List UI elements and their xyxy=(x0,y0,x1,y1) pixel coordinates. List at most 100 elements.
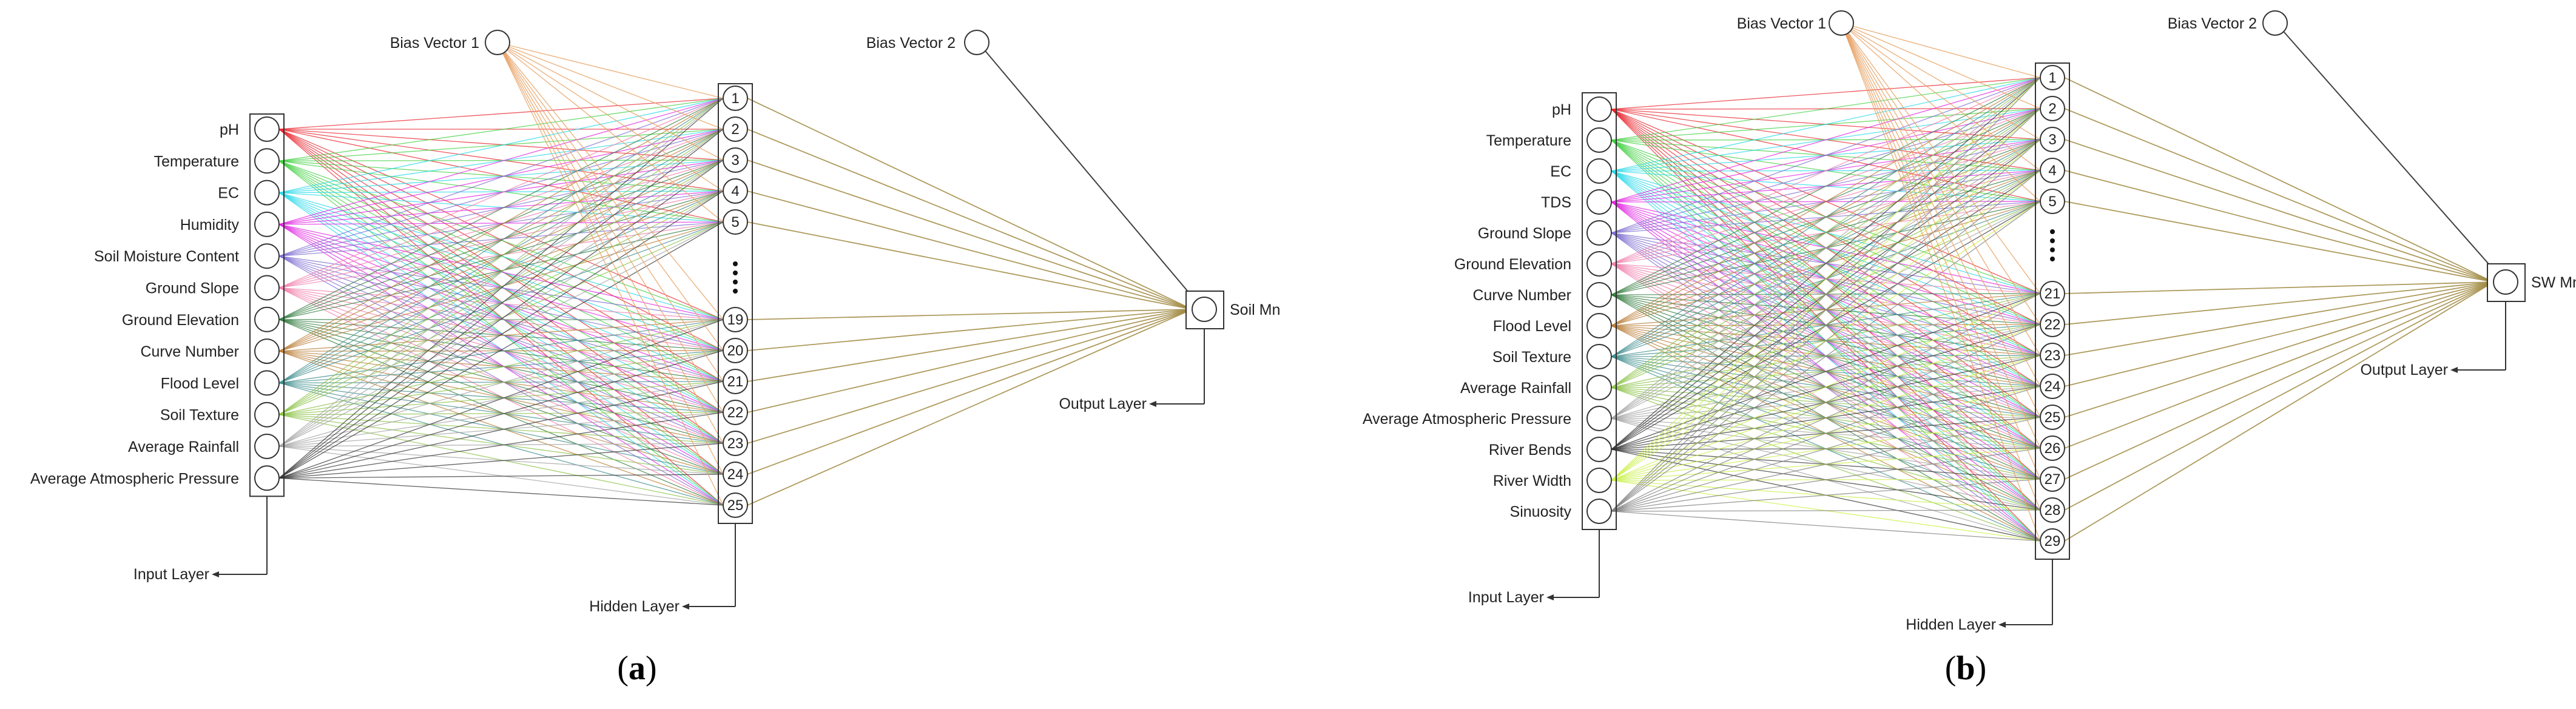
bias-vector-2-label: Bias Vector 2 xyxy=(2168,15,2257,32)
input-node xyxy=(1587,375,1611,400)
bias-vector-1-label: Bias Vector 1 xyxy=(1737,15,1826,32)
hidden-output-connections xyxy=(2065,78,2493,541)
input-node xyxy=(255,466,279,490)
hidden-output-connections xyxy=(747,98,1192,505)
connection-line xyxy=(1611,386,2040,511)
output-connection-line xyxy=(747,309,1192,320)
input-label: Soil Moisture Content xyxy=(94,248,239,265)
connection-line xyxy=(1611,78,2040,109)
output-connection-line xyxy=(2065,139,2493,282)
input-node xyxy=(255,307,279,332)
output-connection-line xyxy=(2065,282,2493,510)
bias-connection-line xyxy=(1841,23,2040,78)
connection-line xyxy=(1611,510,2040,511)
output-connection-line xyxy=(2065,282,2493,417)
input-label: Ground Slope xyxy=(146,280,239,297)
output-label: Soil Mn xyxy=(1230,301,1280,318)
bias-connection-line xyxy=(497,42,723,381)
hidden-node-number: 1 xyxy=(2048,70,2056,86)
output-layer-label: Output Layer xyxy=(2360,361,2448,378)
input-label: Flood Level xyxy=(161,375,239,392)
hidden-node-number: 26 xyxy=(2045,440,2061,457)
output-connection-line xyxy=(2065,282,2493,479)
output-node xyxy=(2493,270,2518,294)
ellipsis-dot xyxy=(2050,257,2055,261)
input-node xyxy=(255,276,279,300)
hidden-node-number: 25 xyxy=(727,497,744,514)
output-node xyxy=(1192,297,1216,321)
input-label: pH xyxy=(1552,101,1571,118)
connection-line xyxy=(1611,511,2040,541)
input-node xyxy=(1587,190,1611,214)
hidden-node-number: 25 xyxy=(2045,409,2061,426)
hidden-node-number: 21 xyxy=(2045,286,2061,302)
input-label: River Width xyxy=(1493,472,1571,489)
bias-connection-line xyxy=(497,42,723,98)
bias-connection-line xyxy=(497,42,723,160)
bias-connection-line xyxy=(497,42,723,351)
bias-connection-line xyxy=(1841,23,2040,201)
input-label: Soil Texture xyxy=(1492,349,1571,366)
output-connection-line xyxy=(2065,201,2493,282)
input-label: Temperature xyxy=(154,153,239,170)
bias-vector-2-node xyxy=(2263,11,2287,35)
input-label: Ground Slope xyxy=(1478,225,1571,242)
output-label: SW Mn xyxy=(2531,274,2576,291)
input-node xyxy=(1587,252,1611,276)
hidden-node-number: 24 xyxy=(2045,378,2061,395)
input-label: Average Atmospheric Pressure xyxy=(1363,411,1571,428)
ellipsis-dot xyxy=(733,289,738,294)
output-connection-line xyxy=(747,309,1192,474)
hidden-node-number: 1 xyxy=(731,90,739,107)
output-connection-line xyxy=(2065,282,2493,294)
input-node xyxy=(255,434,279,459)
hidden-node-number: 29 xyxy=(2045,533,2061,549)
arrow-icon xyxy=(1546,594,1554,600)
input-label: Curve Number xyxy=(1472,287,1571,304)
input-node xyxy=(255,339,279,363)
ellipsis-dot xyxy=(2050,238,2055,243)
panel-caption: (b) xyxy=(1945,650,1986,687)
input-label: Flood Level xyxy=(1493,318,1571,335)
input-node xyxy=(255,181,279,205)
bias-vector-1-node xyxy=(485,30,510,55)
input-node xyxy=(1587,128,1611,152)
input-label: Soil Texture xyxy=(160,407,239,424)
arrow-icon xyxy=(1998,622,2006,628)
input-node xyxy=(1587,221,1611,245)
input-node xyxy=(255,403,279,427)
bias-connection-line xyxy=(497,42,723,129)
bias-vector-1-label: Bias Vector 1 xyxy=(390,35,479,52)
input-label: Ground Elevation xyxy=(122,312,239,329)
connection-line xyxy=(1611,78,2040,449)
input-node xyxy=(1587,468,1611,492)
connection-line xyxy=(279,98,723,129)
output-connection-line xyxy=(2065,109,2493,282)
input-node xyxy=(1587,97,1611,121)
input-label: TDS xyxy=(1541,194,1571,211)
hidden-layer-label: Hidden Layer xyxy=(589,598,679,615)
input-node xyxy=(1587,437,1611,462)
bias-vector-2-label: Bias Vector 2 xyxy=(866,35,956,52)
output-connection-line xyxy=(2065,282,2493,541)
output-connection-line xyxy=(2065,282,2493,324)
input-node xyxy=(255,244,279,268)
input-label: Average Rainfall xyxy=(1460,380,1571,397)
arrow-icon xyxy=(1149,401,1156,407)
connection-line xyxy=(279,222,723,478)
connection-line xyxy=(1611,294,2040,480)
hidden-node-number: 24 xyxy=(727,466,744,483)
bias-vector-1-node xyxy=(1829,11,1853,35)
input-node xyxy=(255,117,279,141)
input-node xyxy=(1587,283,1611,307)
arrow-icon xyxy=(212,571,219,577)
output-layer-label: Output Layer xyxy=(1059,395,1147,412)
input-label: Ground Elevation xyxy=(1454,256,1571,273)
ellipsis-dot xyxy=(733,280,738,284)
input-label: EC xyxy=(1550,163,1571,180)
hidden-node-number: 22 xyxy=(727,405,744,421)
